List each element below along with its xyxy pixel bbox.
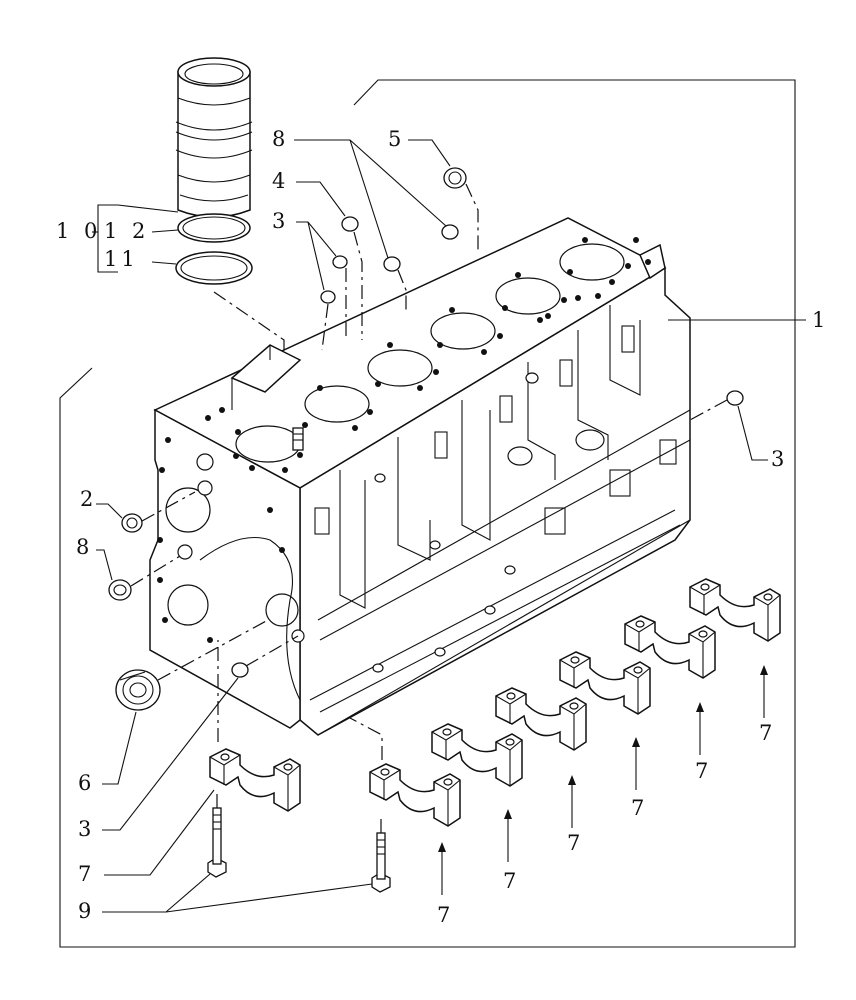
bearing-cap (559, 651, 651, 715)
callout-8-top: 8 (272, 127, 289, 151)
cap-6 (115, 669, 161, 711)
callout-10: 1 0 (56, 219, 101, 243)
callout-6: 6 (78, 771, 95, 795)
plug-3-b (320, 290, 336, 304)
callout-7-g: 7 (759, 721, 776, 745)
callout-11: 11 (104, 247, 139, 271)
axis-cap-b (349, 717, 383, 760)
callout-1: 1 (812, 308, 829, 332)
callout-3-bottom: 3 (78, 817, 95, 841)
insertion-arrows (438, 665, 768, 895)
liner-axis-line (213, 291, 285, 440)
callout-7-b: 7 (437, 903, 454, 927)
axis-3-right (689, 399, 728, 421)
engine-block (149, 217, 691, 736)
leader-lines (96, 139, 806, 913)
callout-7-d: 7 (567, 831, 584, 855)
callout-9: 9 (78, 899, 95, 923)
axis-8a (397, 269, 407, 310)
bearing-cap (495, 687, 587, 751)
o-ring-12 (177, 213, 251, 243)
plug-3-right (726, 390, 744, 406)
callout-5: 5 (388, 127, 405, 151)
axis-2 (141, 491, 196, 522)
seal-8-left (108, 579, 132, 601)
main-bearing-caps (209, 578, 781, 827)
bracket-10 (97, 204, 118, 273)
callout-2: 2 (80, 487, 97, 511)
seal-2 (121, 513, 143, 533)
bearing-cap (689, 578, 781, 642)
assembly-frame (59, 79, 796, 948)
cylinder-bores (235, 243, 625, 463)
axis-4 (353, 231, 363, 340)
deck-bolt-holes (205, 237, 651, 473)
plug-3-lower (231, 662, 249, 678)
callout-7-f: 7 (695, 759, 712, 783)
axis-5 (465, 183, 479, 250)
plug-5 (443, 167, 467, 189)
bolt-9-b (371, 832, 391, 893)
bearing-cap (624, 615, 716, 679)
axis-6 (157, 619, 269, 681)
bolt-9-a (207, 807, 227, 878)
bearing-cap (369, 763, 461, 827)
plug-8-b (441, 224, 459, 240)
axis-3-lower (245, 635, 299, 667)
callout-12: 1 2 (104, 219, 149, 243)
callout-7-a: 7 (78, 862, 95, 886)
front-face-details (157, 437, 305, 701)
callout-7-e: 7 (631, 796, 648, 820)
callout-8-left: 8 (76, 535, 93, 559)
side-bosses (372, 372, 605, 673)
block-side-ribs (314, 305, 677, 609)
plug-3-a (332, 255, 348, 269)
callout-3-right: 3 (771, 447, 788, 471)
callout-3-top: 3 (272, 209, 289, 233)
plug-4 (341, 216, 359, 232)
callout-7-c: 7 (503, 869, 520, 893)
o-ring-11 (175, 251, 253, 285)
axis-3b (321, 303, 329, 351)
callouts: 1 2 3 3 3 4 5 6 7 7 7 7 7 7 7 8 8 9 1 0 … (56, 127, 829, 927)
cylinder-liner (175, 57, 253, 218)
callout-4: 4 (272, 169, 289, 193)
top-threaded-plug (292, 427, 304, 451)
bearing-cap (431, 723, 523, 787)
axis-8-left (130, 555, 181, 587)
bearing-cap (209, 748, 301, 812)
plug-8-a (383, 256, 401, 272)
